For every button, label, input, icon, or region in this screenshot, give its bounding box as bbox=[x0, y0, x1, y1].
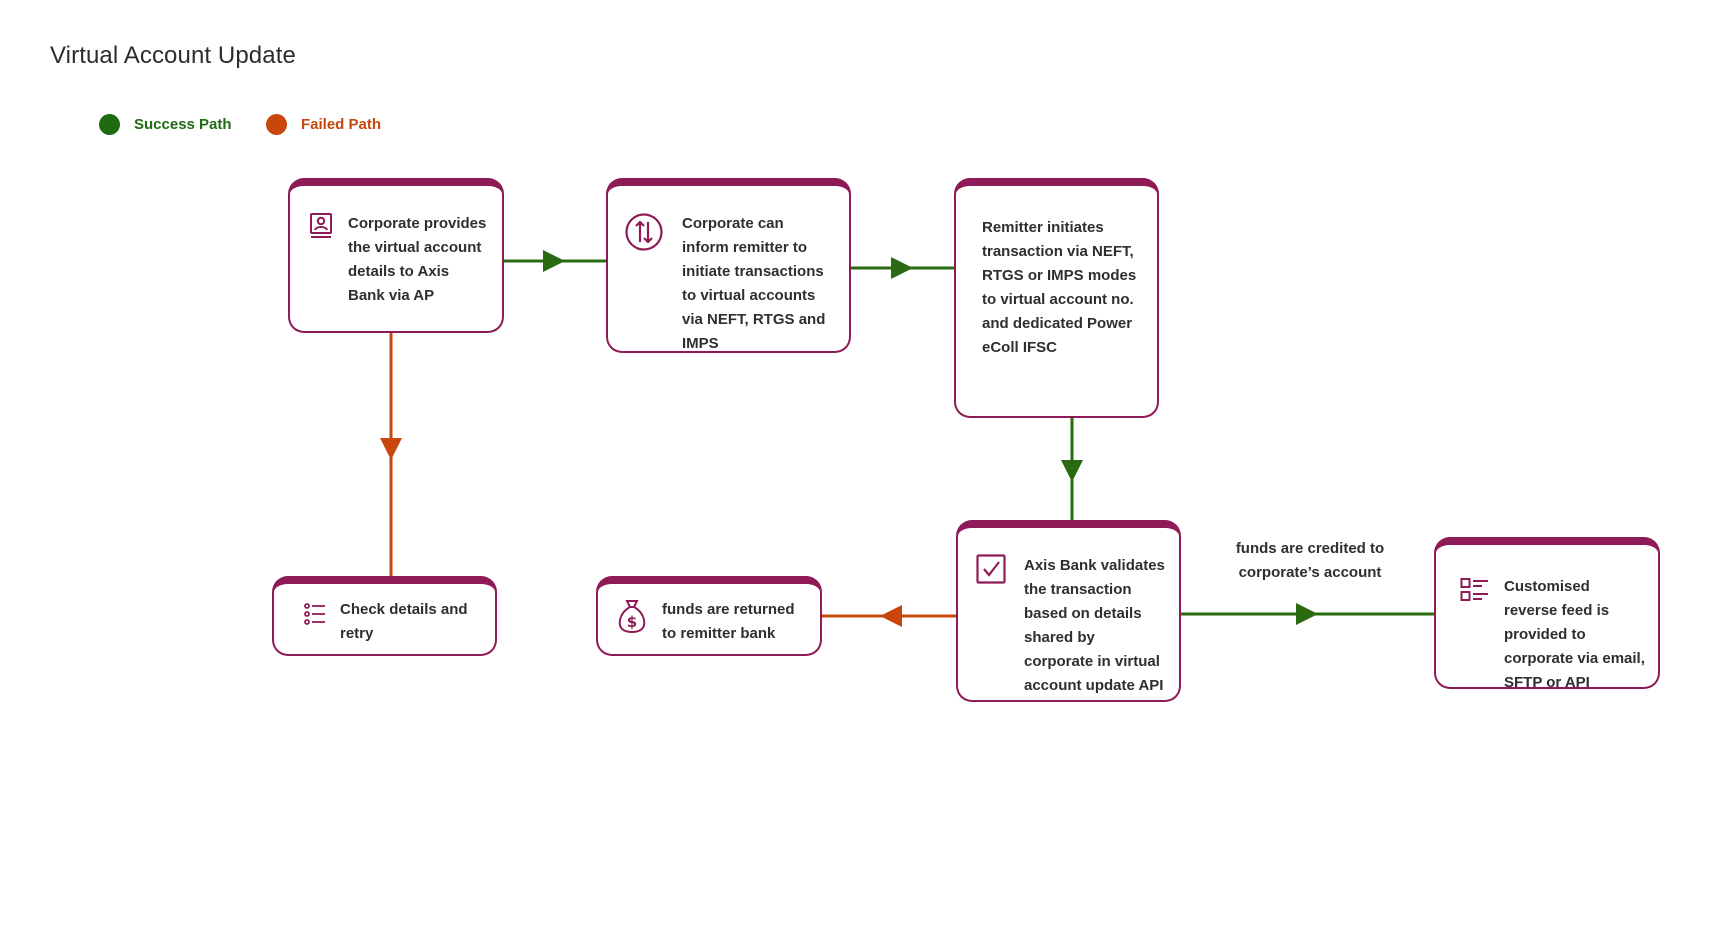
checkbox-icon bbox=[976, 554, 1006, 584]
edge-validate-to-returned bbox=[822, 605, 956, 627]
success-dot-icon bbox=[99, 114, 120, 135]
money-bag-icon: $ bbox=[618, 598, 646, 634]
edge-validate-to-feed bbox=[1181, 603, 1434, 625]
node-axis-validates: Axis Bank validates the transaction base… bbox=[956, 520, 1181, 702]
edge-provide-to-inform bbox=[504, 250, 606, 272]
node-check-retry: Check details and retry bbox=[272, 576, 497, 656]
node-inform-remitter: Corporate can inform remitter to initiat… bbox=[606, 178, 851, 353]
list-grid-icon bbox=[1460, 577, 1490, 603]
legend-failed: Failed Path bbox=[266, 114, 381, 135]
svg-text:$: $ bbox=[627, 613, 637, 631]
node-axis-validates-text: Axis Bank validates the transaction base… bbox=[1024, 557, 1165, 694]
node-check-retry-text: Check details and retry bbox=[340, 601, 468, 642]
node-remitter-initiates: Remitter initiates transaction via NEFT,… bbox=[954, 178, 1159, 418]
legend-failed-label: Failed Path bbox=[301, 116, 382, 133]
checklist-icon bbox=[304, 602, 326, 626]
edge-remitter-to-validate bbox=[1061, 418, 1083, 522]
node-reverse-feed-text: Customised reverse feed is provided to c… bbox=[1504, 578, 1645, 691]
node-provide-details-text: Corporate provides the virtual account d… bbox=[348, 215, 487, 304]
legend-success: Success Path bbox=[99, 114, 232, 135]
transfer-arrows-icon bbox=[624, 212, 664, 252]
node-funds-returned: $ funds are returned to remitter bank bbox=[596, 576, 822, 656]
edge-provide-to-retry bbox=[380, 332, 402, 578]
failed-dot-icon bbox=[266, 114, 287, 135]
node-remitter-initiates-text: Remitter initiates transaction via NEFT,… bbox=[982, 219, 1137, 356]
edge-inform-to-remitter bbox=[851, 257, 954, 279]
page-title: Virtual Account Update bbox=[50, 42, 296, 69]
edge-credited-label: funds are credited to corporate’s accoun… bbox=[1235, 540, 1385, 581]
legend-success-label: Success Path bbox=[134, 116, 232, 133]
node-provide-details: Corporate provides the virtual account d… bbox=[288, 178, 504, 333]
node-inform-remitter-text: Corporate can inform remitter to initiat… bbox=[682, 215, 826, 352]
id-card-icon bbox=[308, 212, 334, 240]
node-funds-returned-text: funds are returned to remitter bank bbox=[662, 601, 795, 642]
node-reverse-feed: Customised reverse feed is provided to c… bbox=[1434, 537, 1660, 691]
